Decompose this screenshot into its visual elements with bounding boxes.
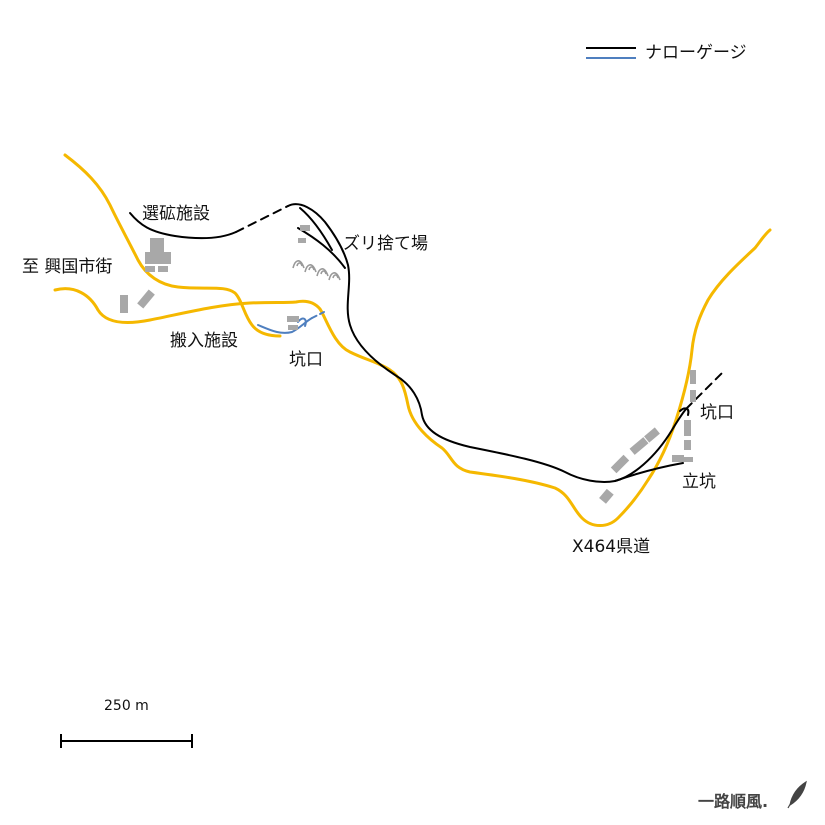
label-carry-in-facility: 搬入施設 (170, 331, 238, 351)
spoil-heap-icon (328, 272, 341, 281)
building (684, 420, 691, 436)
rail-sorting-facility (129, 212, 237, 240)
brand: 一路順風. (698, 780, 807, 811)
label-adit-east: 坑口 (700, 403, 734, 423)
waste-dump-symbols (292, 260, 341, 281)
label-vertical-shaft: 立坑 (682, 472, 716, 492)
adit-east-arrow (679, 407, 690, 416)
building (610, 454, 630, 474)
building (288, 325, 298, 330)
label-prefectural-road: X464県道 (572, 537, 650, 557)
blue-rail-dashed (311, 311, 325, 319)
building (120, 295, 128, 313)
building (287, 316, 299, 322)
adit-west-arrow (297, 317, 307, 327)
building (145, 266, 155, 272)
building (690, 370, 696, 384)
narrow-gauge-rails (129, 203, 723, 483)
building (300, 225, 310, 231)
rail-shaft-spur (614, 462, 684, 482)
building (690, 390, 696, 402)
spoil-heap-icon (316, 268, 329, 277)
north-road (63, 153, 282, 338)
scale-bar: 250 m (60, 698, 193, 748)
building (298, 238, 306, 243)
rail-east-dashed (685, 372, 723, 410)
label-sorting-facility: 選砿施設 (142, 204, 210, 224)
map-labels: 選砿施設 ズリ捨て場 至 興国市街 搬入施設 坑口 坑口 立坑 X464県道 (22, 204, 734, 557)
prefectural-road (53, 228, 772, 527)
building (683, 457, 693, 462)
roads (53, 153, 772, 527)
building (629, 437, 649, 455)
buildings (120, 225, 696, 504)
blue-rail-carry-in (257, 317, 313, 334)
rail-main (287, 203, 687, 483)
legend: ナローゲージ (586, 43, 747, 63)
label-to-city: 至 興国市街 (22, 257, 112, 277)
building (145, 252, 171, 264)
rail-dump-spur-2 (299, 207, 333, 251)
brand-text: 一路順風. (698, 792, 768, 811)
legend-label: ナローゲージ (645, 43, 747, 63)
blue-rails (257, 311, 325, 334)
building (644, 427, 660, 443)
building (137, 289, 155, 309)
rail-sorting-dashed (235, 205, 289, 233)
spoil-heap-icon (292, 260, 305, 269)
label-waste-dump: ズリ捨て場 (343, 234, 428, 254)
building (599, 488, 614, 504)
label-adit-west: 坑口 (289, 350, 323, 370)
building (684, 440, 691, 450)
spoil-heap-icon (304, 264, 317, 273)
building (158, 266, 168, 272)
scale-label: 250 m (104, 698, 149, 714)
building (150, 238, 164, 252)
building (672, 455, 684, 462)
feather-icon (787, 780, 807, 809)
